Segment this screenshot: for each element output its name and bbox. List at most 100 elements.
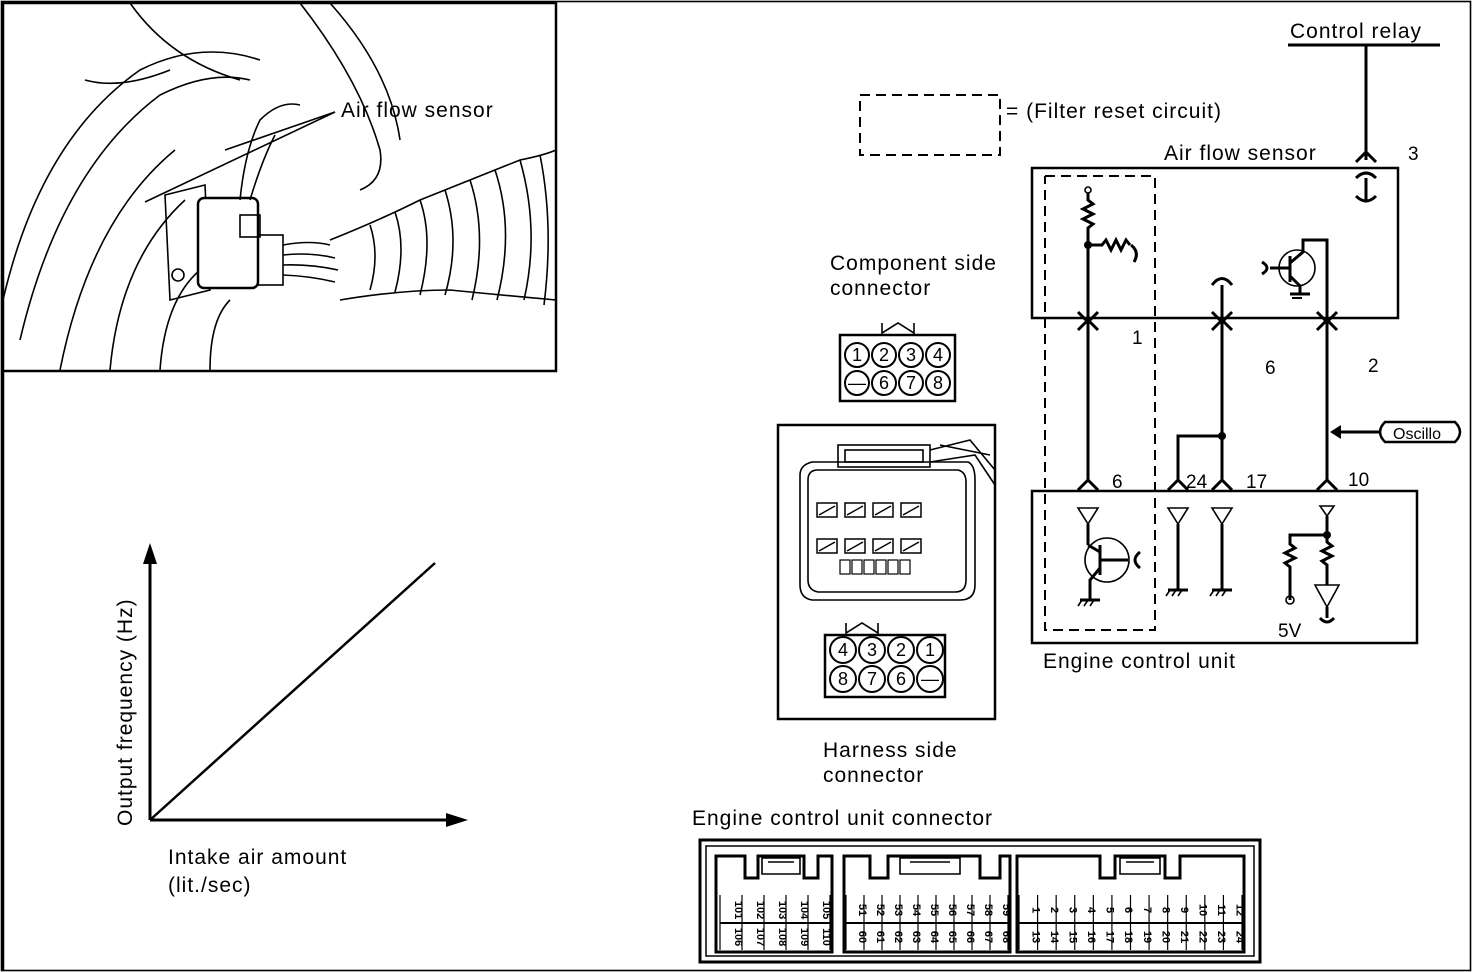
svg-text:4: 4 bbox=[838, 640, 848, 660]
frequency-graph: Output frequency (Hz) Intake air amount … bbox=[114, 543, 468, 897]
svg-text:3: 3 bbox=[906, 345, 916, 365]
ecu-pin-number: 5 bbox=[1104, 907, 1116, 913]
ecu-pin-number: 19 bbox=[1141, 931, 1153, 943]
harness-cavity bbox=[816, 538, 838, 554]
component-connector-label-2: connector bbox=[830, 277, 931, 300]
ecu-pin-number: 65 bbox=[946, 931, 958, 943]
sensor-pin-6-label: 6 bbox=[1265, 358, 1276, 379]
air-flow-sensor-callout: Air flow sensor bbox=[341, 99, 494, 122]
ecu-pin-number: 64 bbox=[928, 931, 940, 944]
ecu-label: Engine control unit bbox=[1043, 650, 1236, 673]
frequency-line bbox=[149, 562, 436, 821]
ecu-pin-number: 13 bbox=[1029, 931, 1041, 943]
harness-connector-label-2: connector bbox=[823, 764, 924, 787]
harness-pin: 1 bbox=[916, 636, 944, 664]
harness-pin: 8 bbox=[829, 665, 857, 693]
voltage-label: 5V bbox=[1278, 621, 1302, 642]
harness-pin: 3 bbox=[858, 636, 886, 664]
ecu-pin-number: 8 bbox=[1159, 907, 1171, 913]
ecu-pin-number: 12 bbox=[1234, 904, 1246, 916]
ecu-pin-number: 60 bbox=[856, 931, 868, 943]
ecu-pin-number: 20 bbox=[1159, 931, 1171, 943]
ecu-pin-number: 104 bbox=[798, 901, 810, 920]
svg-text:2: 2 bbox=[896, 640, 906, 660]
ecu-pin-number: 53 bbox=[892, 904, 904, 916]
harness-connector-label: Harness side bbox=[823, 739, 958, 762]
ecu-pin-number: 62 bbox=[892, 931, 904, 943]
ecu-pin-17-label: 17 bbox=[1246, 472, 1267, 493]
ecu-pin-number: 102 bbox=[754, 901, 766, 919]
svg-text:8: 8 bbox=[838, 669, 848, 689]
filter-reset-region bbox=[1044, 175, 1156, 631]
ecu-pin-number: 16 bbox=[1085, 931, 1097, 943]
ecu-pin-number: 17 bbox=[1104, 931, 1116, 943]
ecu-pin-number: 110 bbox=[820, 928, 832, 946]
ecu-pin-number: 2 bbox=[1048, 907, 1060, 913]
component-connector-label: Component side bbox=[830, 252, 997, 275]
ecu-pin-number: 58 bbox=[982, 904, 994, 916]
ecu-pin-number: 21 bbox=[1178, 931, 1190, 943]
ecu-pin-number: 15 bbox=[1066, 931, 1078, 943]
circuit-diagram: Control relay = (Filter reset circuit) A… bbox=[859, 20, 1462, 673]
component-pin: 2 bbox=[871, 342, 897, 368]
component-pin: 3 bbox=[898, 342, 924, 368]
pin-3-label: 3 bbox=[1408, 144, 1419, 165]
ecu-pin-10-label: 10 bbox=[1348, 470, 1369, 491]
engine-control-unit-box bbox=[1030, 489, 1419, 645]
svg-text:1: 1 bbox=[852, 345, 862, 365]
ecu-pin-number: 22 bbox=[1197, 931, 1209, 943]
svg-text:7: 7 bbox=[906, 373, 916, 393]
ecu-pin-number: 9 bbox=[1178, 907, 1190, 913]
graph-x-label: Intake air amount bbox=[168, 846, 347, 869]
harness-cavity bbox=[844, 538, 866, 554]
air-flow-sensor-box bbox=[1030, 166, 1400, 320]
component-pin: 8 bbox=[925, 370, 951, 396]
ecu-pin-number: 57 bbox=[964, 904, 976, 916]
ecu-pin-number: 23 bbox=[1215, 931, 1227, 943]
ecu-pin-number: 7 bbox=[1141, 907, 1153, 913]
sensor-box-label: Air flow sensor bbox=[1164, 142, 1317, 165]
ecu-pin-24-label: 24 bbox=[1186, 472, 1208, 493]
ecu-pin-number: 59 bbox=[1000, 904, 1012, 916]
ecu-pin-number: 67 bbox=[982, 931, 994, 943]
ecu-pin-number: 52 bbox=[874, 904, 886, 916]
svg-text:4: 4 bbox=[933, 345, 943, 365]
pin-1-label: 1 bbox=[1132, 328, 1143, 349]
harness-cavity bbox=[900, 502, 922, 518]
ecu-pin-number: 61 bbox=[874, 931, 886, 943]
harness-cavity bbox=[872, 502, 894, 518]
ecu-pin-number: 11 bbox=[1215, 904, 1227, 916]
ecu-pin-number: 24 bbox=[1234, 931, 1246, 944]
svg-text:7: 7 bbox=[867, 669, 877, 689]
graph-y-label: Output frequency (Hz) bbox=[114, 598, 137, 826]
sensor-illustration: Air flow sensor bbox=[1, 1, 558, 373]
control-relay-label: Control relay bbox=[1290, 20, 1422, 43]
harness-pin: 7 bbox=[858, 665, 886, 693]
ecu-pin-number: 3 bbox=[1066, 907, 1078, 913]
ecu-pin-number: 68 bbox=[1000, 931, 1012, 943]
component-pin: — bbox=[844, 370, 870, 396]
harness-pin: 6 bbox=[887, 665, 915, 693]
graph-x-unit: (lit./sec) bbox=[168, 874, 252, 897]
filter-legend-text: = (Filter reset circuit) bbox=[1006, 100, 1222, 123]
ecu-pin-number: 105 bbox=[820, 901, 832, 919]
component-pin: 4 bbox=[925, 342, 951, 368]
pin-2-label: 2 bbox=[1368, 356, 1379, 377]
svg-text:1: 1 bbox=[925, 640, 935, 660]
ecu-pin-number: 56 bbox=[946, 904, 958, 916]
svg-text:8: 8 bbox=[933, 373, 943, 393]
harness-cavity bbox=[844, 502, 866, 518]
ecu-pin-number: 106 bbox=[732, 928, 744, 946]
component-pin: 6 bbox=[871, 370, 897, 396]
ecu-pin-number: 4 bbox=[1085, 907, 1097, 914]
ecu-pin-number: 51 bbox=[856, 904, 868, 916]
svg-text:6: 6 bbox=[879, 373, 889, 393]
svg-text:—: — bbox=[848, 373, 866, 393]
oscillo-label: Oscillo bbox=[1393, 426, 1441, 443]
ecu-pin-number: 14 bbox=[1048, 931, 1060, 944]
